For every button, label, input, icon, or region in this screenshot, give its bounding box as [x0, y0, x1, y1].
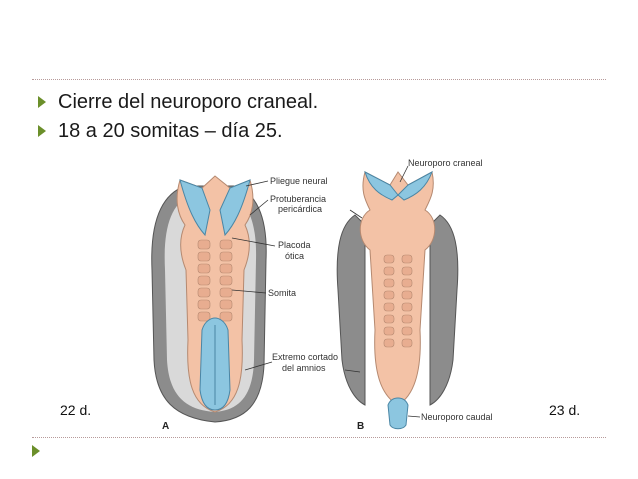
- label-neuroporo-craneal: Neuroporo craneal: [408, 158, 483, 168]
- label-del-amnios: del amnios: [282, 363, 326, 373]
- embryo-a: [176, 175, 254, 413]
- panel-label-a: A: [162, 421, 170, 432]
- bullet-text-1: Cierre del neuroporo craneal.: [58, 91, 319, 113]
- bullet-icon: [38, 125, 46, 137]
- next-arrow-icon[interactable]: [32, 445, 40, 457]
- label-pliegue-neural: Pliegue neural: [270, 176, 328, 186]
- label-extremo-cortado: Extremo cortado: [272, 352, 339, 362]
- top-divider: [32, 79, 606, 80]
- panel-label-b: B: [357, 421, 365, 432]
- bottom-divider: [32, 437, 606, 438]
- label-neuroporo-caudal: Neuroporo caudal: [421, 412, 493, 422]
- bullet-text-2: 18 a 20 somitas – día 25.: [58, 120, 283, 142]
- label-protuberancia: Protuberancia: [270, 194, 327, 204]
- bullet-icon: [38, 96, 46, 108]
- label-placoda: Placoda: [278, 240, 311, 250]
- day-label-right: 23 d.: [549, 402, 581, 418]
- label-pericardica: pericárdica: [278, 204, 323, 214]
- label-somita: Somita: [268, 288, 297, 298]
- day-label-left: 22 d.: [60, 402, 92, 418]
- label-otica: ótica: [285, 251, 305, 261]
- amnion-b: [336, 214, 366, 406]
- embryo-b: [359, 171, 436, 406]
